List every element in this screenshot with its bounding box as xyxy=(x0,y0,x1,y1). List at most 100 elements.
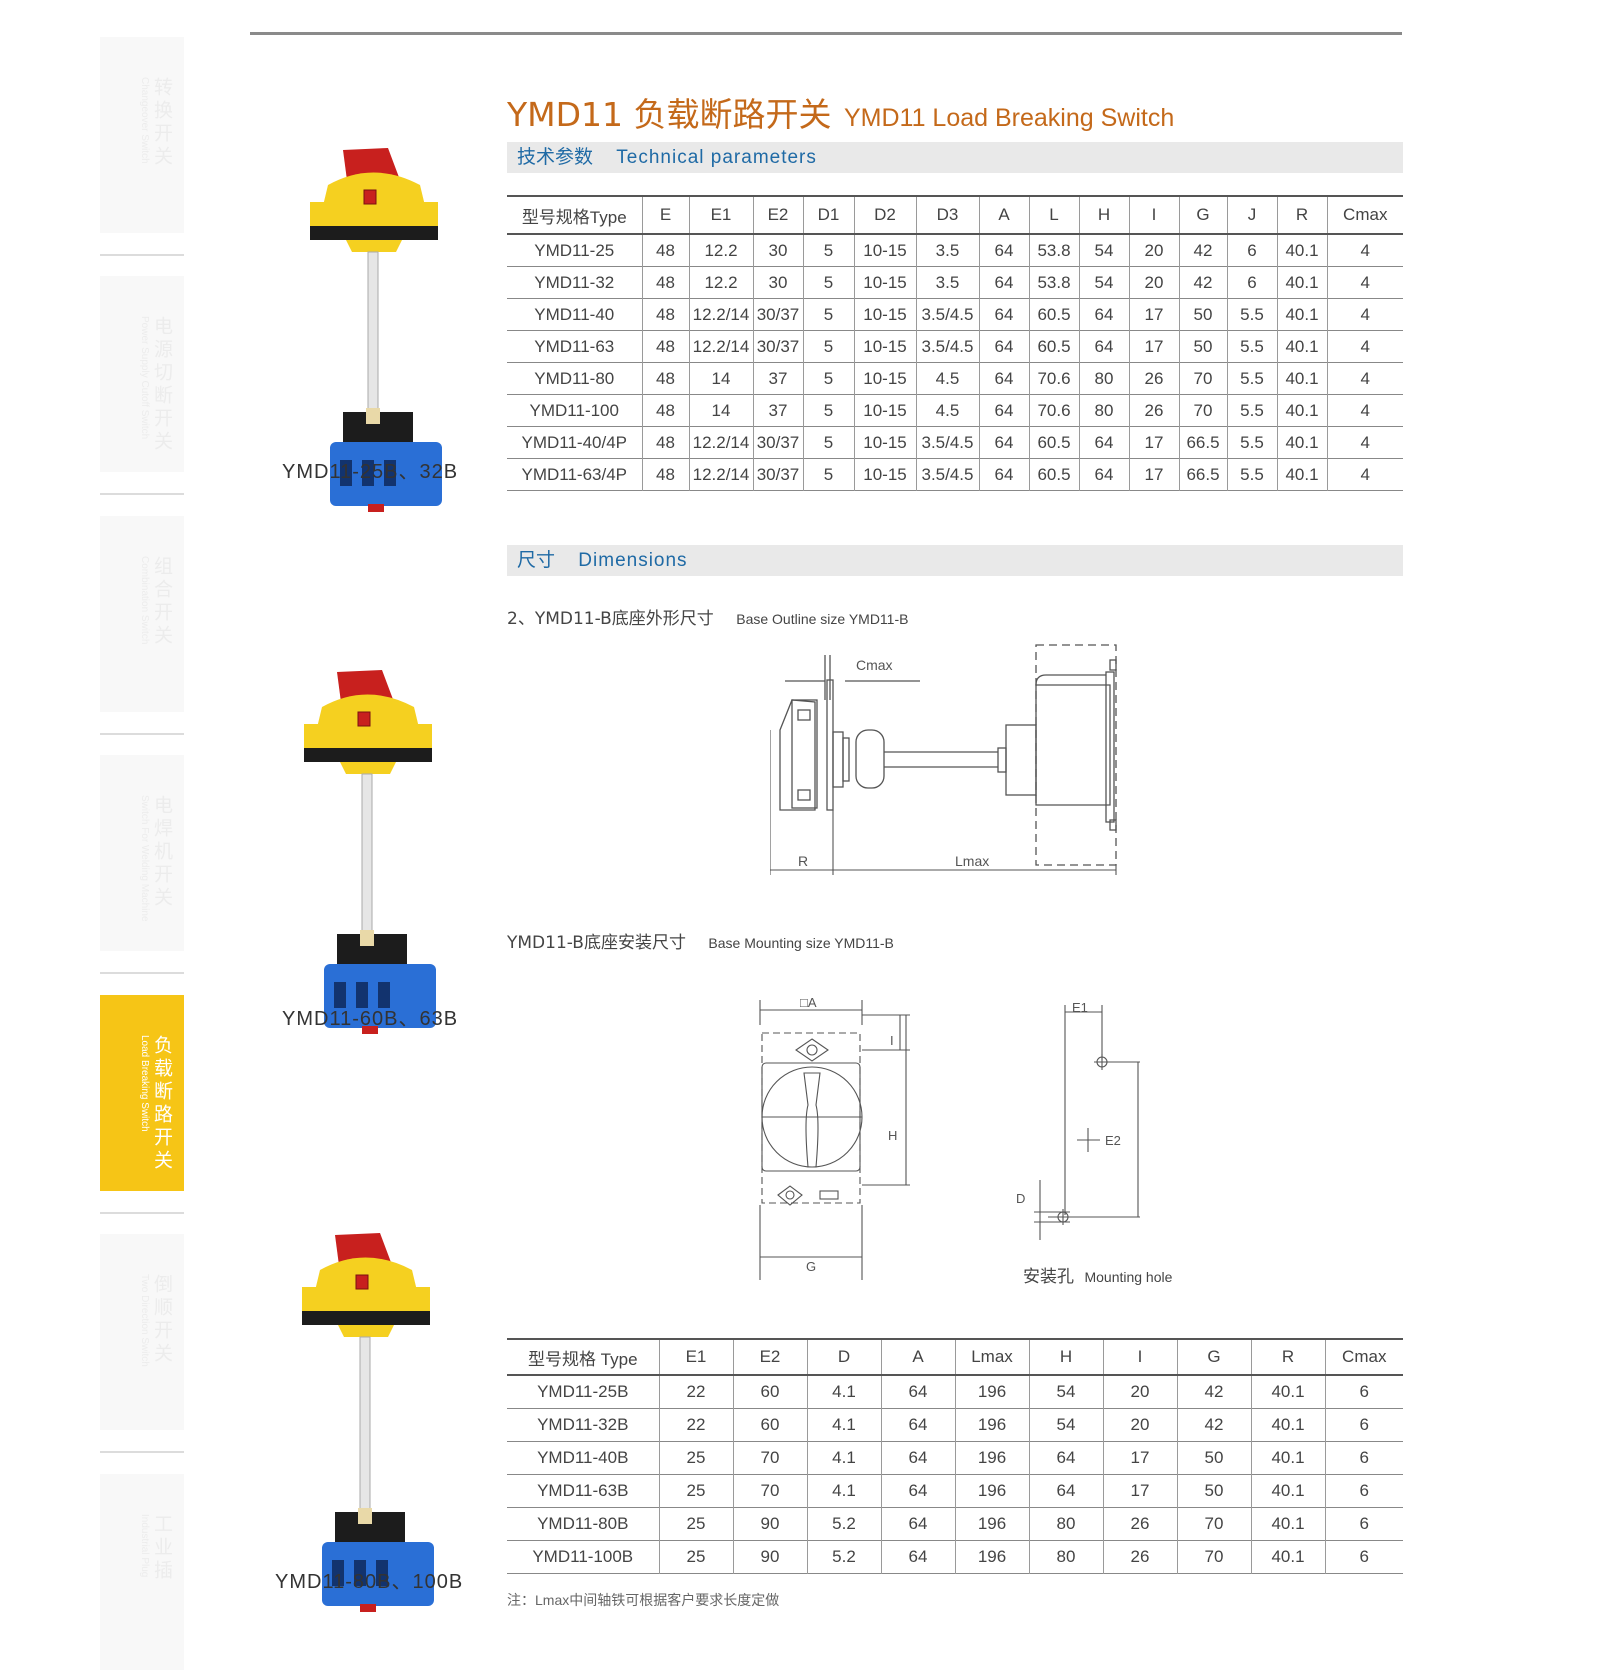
hole-caption-cn: 安装孔 xyxy=(1023,1267,1074,1287)
table-cell: 64 xyxy=(1078,426,1129,459)
table-cell: 20 xyxy=(1128,234,1179,267)
table-cell: 10-15 xyxy=(853,426,916,459)
table-cell: YMD11-40B xyxy=(537,1448,629,1467)
table-cell: 48 xyxy=(641,298,689,331)
tech-band-en: Technical parameters xyxy=(616,147,817,168)
table-cell: 4 xyxy=(1326,330,1403,363)
column-header: D3 xyxy=(915,196,979,234)
table-cell: YMD11-100 xyxy=(529,400,619,420)
table-cell: YMD11-25B xyxy=(537,1382,629,1401)
table-cell: 70 xyxy=(1178,362,1227,395)
table-cell: 25 xyxy=(658,1441,733,1475)
table-cell: 4 xyxy=(1326,298,1403,331)
i-label: I xyxy=(890,1033,894,1048)
table-cell: 53.8 xyxy=(1028,266,1079,299)
table-cell: 64 xyxy=(1078,298,1129,331)
table-cell: 20 xyxy=(1102,1408,1177,1442)
table-cell: 42 xyxy=(1178,266,1227,299)
table-cell: 4.1 xyxy=(806,1408,881,1442)
table-cell: 64 xyxy=(1028,1441,1103,1475)
table-cell: 60.5 xyxy=(1028,330,1079,363)
table-cell: 4 xyxy=(1326,426,1403,459)
table-cell: 5 xyxy=(802,330,854,363)
table-cell: 40.1 xyxy=(1276,298,1327,331)
sidebar-divider xyxy=(100,733,184,735)
table-cell: 64 xyxy=(978,298,1029,331)
table-cell: 196 xyxy=(954,1375,1029,1409)
table-cell: 5 xyxy=(802,426,854,459)
hole-caption-en: Mounting hole xyxy=(1084,1269,1173,1285)
column-header: A xyxy=(880,1339,955,1375)
e1-label: E1 xyxy=(1072,1000,1088,1015)
table-cell: 54 xyxy=(1078,266,1129,299)
sidebar-divider xyxy=(100,972,184,974)
e2-label: E2 xyxy=(1105,1133,1121,1148)
table-cell: 196 xyxy=(954,1540,1029,1574)
table-cell: 80 xyxy=(1028,1507,1103,1541)
table-cell: 40.1 xyxy=(1250,1507,1325,1541)
table-cell: 5.5 xyxy=(1226,394,1277,427)
table-cell: 10-15 xyxy=(853,362,916,395)
table-cell: 5 xyxy=(802,394,854,427)
table-cell: 6 xyxy=(1226,234,1277,267)
table-cell: 70.6 xyxy=(1028,394,1079,427)
outline-caption-en: Base Outline size YMD11-B xyxy=(736,611,909,627)
table-cell: 5.2 xyxy=(806,1507,881,1541)
table-cell: 10-15 xyxy=(853,330,916,363)
table-cell: 30 xyxy=(752,234,803,267)
page-title: YMD11 负载断路开关 YMD11 Load Breaking Switch xyxy=(507,88,1174,136)
table-cell: 3.5 xyxy=(915,234,979,267)
column-header: D xyxy=(806,1339,881,1375)
sidebar-divider xyxy=(100,1451,184,1453)
top-rule xyxy=(250,32,1402,35)
table-cell: 26 xyxy=(1102,1540,1177,1574)
table-cell: 196 xyxy=(954,1507,1029,1541)
table-cell: 64 xyxy=(1078,330,1129,363)
sidebar-divider xyxy=(100,254,184,256)
column-header: A xyxy=(978,196,1029,234)
table-cell: 48 xyxy=(641,458,689,491)
table-cell: YMD11-63B xyxy=(537,1481,629,1500)
table-cell: 17 xyxy=(1102,1441,1177,1475)
table-cell: 66.5 xyxy=(1178,426,1227,459)
table-cell: 50 xyxy=(1176,1441,1251,1475)
table-cell: 64 xyxy=(880,1408,955,1442)
table-cell: 80 xyxy=(1078,362,1129,395)
r-label: R xyxy=(798,853,808,869)
table-cell: 80 xyxy=(1078,394,1129,427)
column-header: E2 xyxy=(732,1339,807,1375)
table-cell: 6 xyxy=(1226,266,1277,299)
column-header: J xyxy=(1226,196,1277,234)
mounting-hole-drawing: E1 E2 D xyxy=(1016,1000,1140,1240)
table-cell: 3.5/4.5 xyxy=(915,426,979,459)
table-cell: 42 xyxy=(1176,1408,1251,1442)
table-cell: 5 xyxy=(802,362,854,395)
table-cell: 64 xyxy=(880,1540,955,1574)
table-cell: 12.2/14 xyxy=(688,298,753,331)
table-cell: 20 xyxy=(1102,1375,1177,1409)
table-cell: YMD11-40 xyxy=(534,304,615,324)
table-cell: YMD11-80B xyxy=(537,1514,629,1533)
cmax-label: Cmax xyxy=(856,657,893,673)
table-cell: 3.5 xyxy=(915,266,979,299)
table-cell: 48 xyxy=(641,362,689,395)
table-cell: 10-15 xyxy=(853,298,916,331)
table-cell: 40.1 xyxy=(1276,426,1327,459)
table-cell: 80 xyxy=(1028,1540,1103,1574)
table-cell: 17 xyxy=(1128,330,1179,363)
table-cell: 50 xyxy=(1178,298,1227,331)
table-cell: 5.5 xyxy=(1226,458,1277,491)
column-header: I xyxy=(1102,1339,1177,1375)
